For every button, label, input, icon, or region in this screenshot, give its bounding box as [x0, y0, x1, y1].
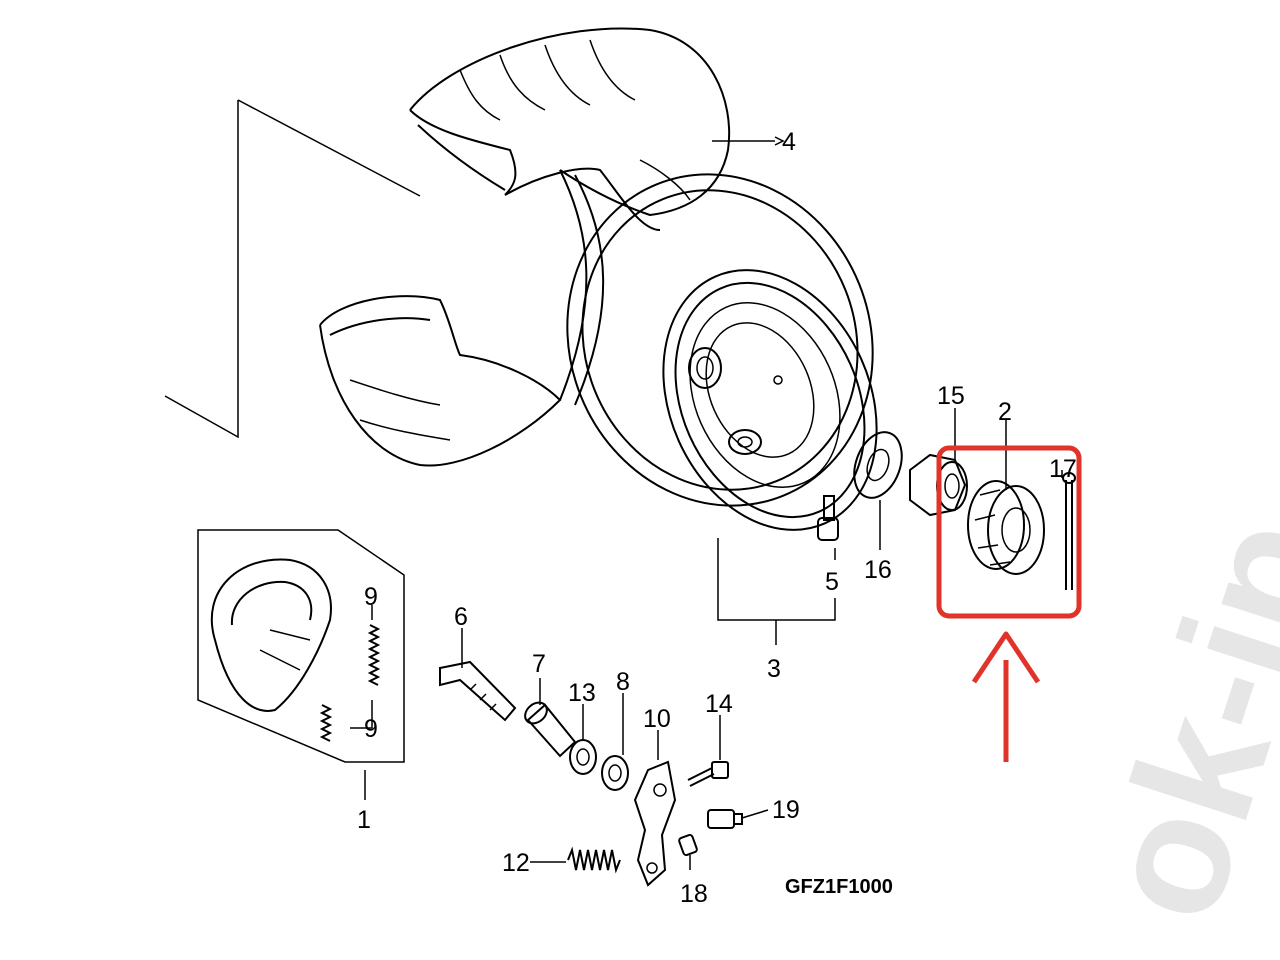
cotter-pin-drawing	[1062, 472, 1076, 590]
callout-9-upper: 9	[364, 583, 378, 611]
callout-2: 2	[998, 398, 1012, 426]
tire-drawing	[319, 27, 731, 467]
washer-drawing	[853, 431, 903, 499]
collar-drawing	[524, 701, 577, 758]
seal-drawing	[569, 739, 629, 791]
callout-13: 13	[568, 679, 596, 707]
callout-3: 3	[767, 655, 781, 683]
callout-8: 8	[616, 668, 630, 696]
callout-1: 1	[357, 806, 371, 834]
callout-10: 10	[643, 705, 671, 733]
callout-6: 6	[454, 603, 468, 631]
callout-19: 19	[772, 796, 800, 824]
callout-16: 16	[864, 556, 892, 584]
callout-labels: 1 2 3 4 5 6 7 8 9 9 10 12 13 14 15 16 17…	[357, 128, 1077, 908]
leader-lines	[350, 136, 1063, 870]
castle-nut-drawing	[967, 480, 1045, 575]
brake-shoe-drawing	[197, 529, 405, 763]
rim-drawing	[566, 173, 878, 531]
brake-arm-drawing	[633, 760, 677, 887]
watermark: ok-jp	[1064, 497, 1280, 942]
callout-5: 5	[825, 568, 839, 596]
callout-17: 17	[1049, 455, 1077, 483]
callout-12: 12	[502, 849, 530, 877]
valve-drawing	[817, 495, 839, 541]
callout-7: 7	[532, 650, 546, 678]
bolt-drawing	[687, 761, 729, 787]
callout-14: 14	[705, 690, 733, 718]
highlight-box	[936, 445, 1082, 619]
pin-drawing	[678, 833, 698, 857]
callout-4: 4	[782, 128, 796, 156]
brake-cam-drawing	[439, 660, 517, 722]
indicator-drawing	[707, 809, 743, 829]
callout-18: 18	[680, 880, 708, 908]
callout-9-lower: 9	[364, 715, 378, 743]
highlight-arrow	[971, 631, 1041, 762]
svg-text:ok-jp: ok-jp	[1064, 497, 1280, 942]
callout-15: 15	[937, 382, 965, 410]
nut-drawing	[909, 453, 968, 517]
diagram-code: GFZ1F1000	[785, 876, 893, 898]
spring-drawing	[567, 846, 621, 874]
frame-lines	[164, 99, 421, 439]
